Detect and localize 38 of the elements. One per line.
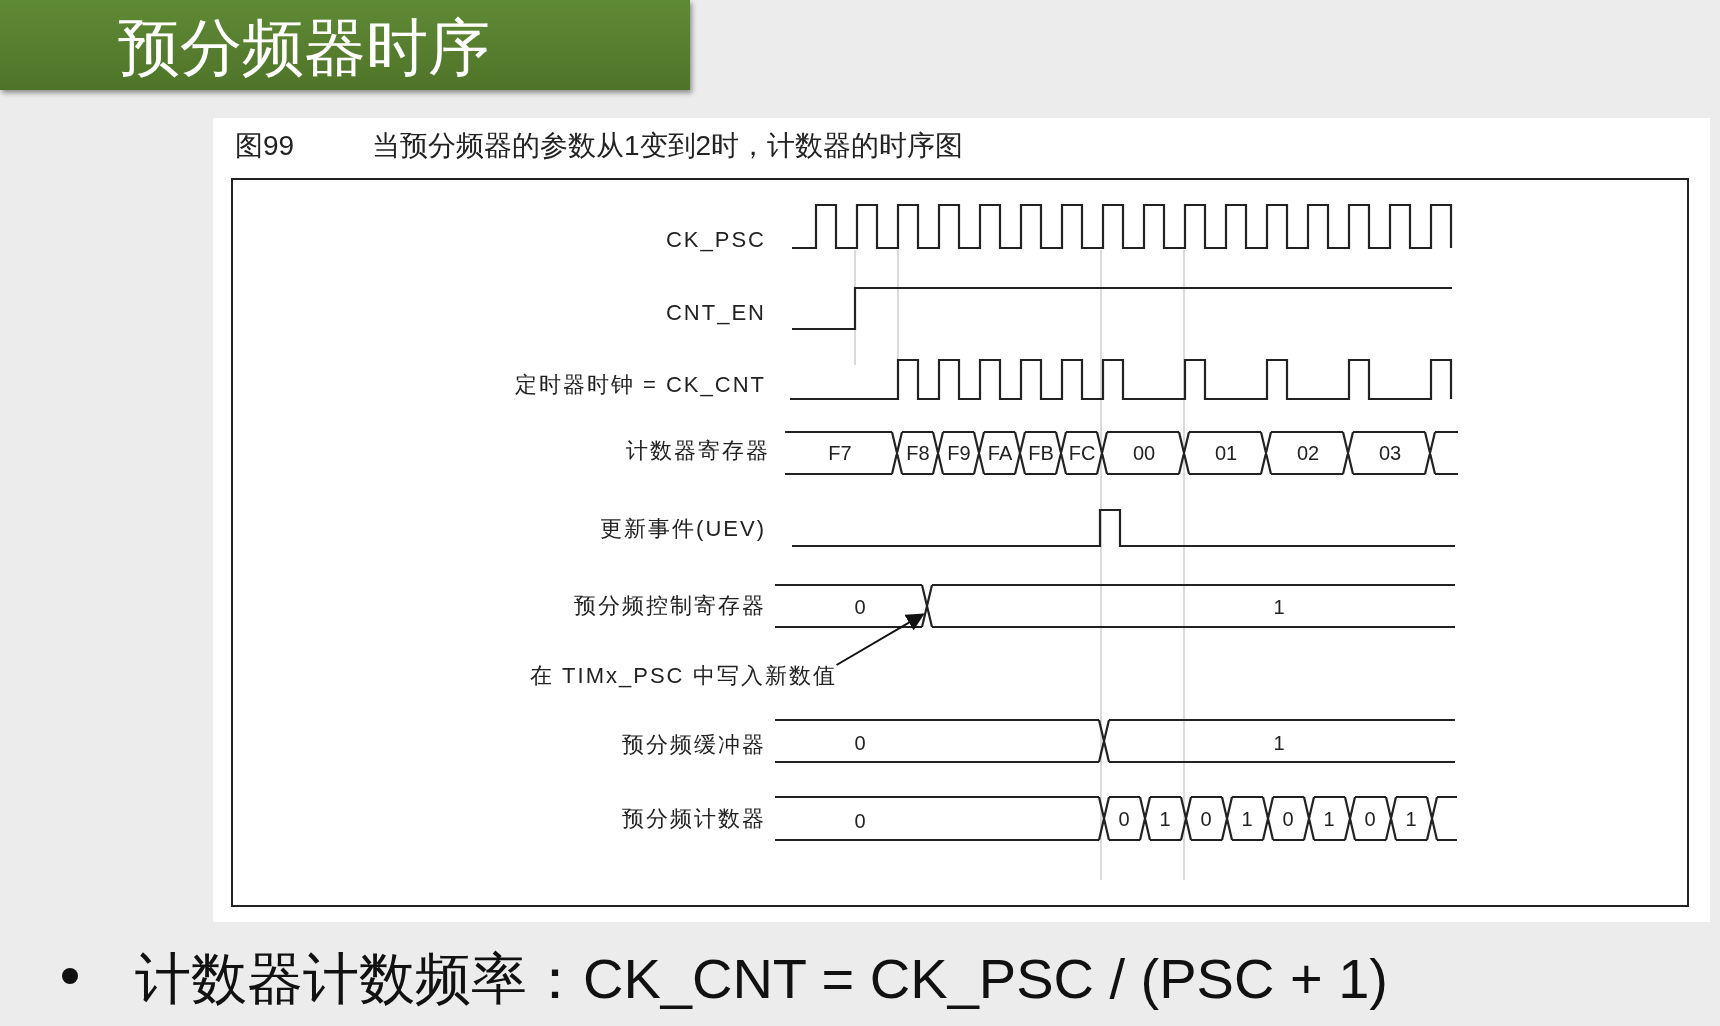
bus-value: 00 [1132,441,1156,465]
bus-value: 1 [1273,731,1285,755]
annotation-text: 在 TIMx_PSC 中写入新数值 [530,663,837,689]
bus-value: 0 [854,809,866,833]
bus-value: 1 [1241,807,1253,831]
slide-title: 预分频器时序 [118,12,490,84]
bus-value: 03 [1378,441,1402,465]
bus-value: 0 [1364,807,1376,831]
bus-value: 0 [854,731,866,755]
bus-value: 0 [1282,807,1294,831]
signal-label: CK_PSC [665,227,766,253]
bus-value: 1 [1273,595,1285,619]
bus-value: 1 [1405,807,1417,831]
signal-label: 计数器寄存器 [626,438,770,464]
bus-value: 1 [1323,807,1335,831]
figure-caption: 当预分频器的参数从1变到2时，计数器的时序图 [372,129,964,163]
leader-arrow [835,613,925,666]
bus-value: F9 [947,441,971,465]
signal-label: 预分频缓冲器 [622,732,766,758]
bus-value: 0 [854,595,866,619]
bus-value: 0 [1118,807,1130,831]
signal-label: 更新事件(UEV) [600,516,766,542]
bus-value: 01 [1214,441,1238,465]
signal-label: CNT_EN [666,300,766,326]
bus-value: FB [1028,441,1054,465]
signal-label: 定时器时钟 = CK_CNT [514,372,766,398]
bus-value: F7 [828,441,852,465]
bus-value: FC [1068,441,1096,465]
signal-label: 预分频控制寄存器 [574,593,766,619]
signal-label: 预分频计数器 [622,806,766,832]
bus-value: F8 [906,441,930,465]
bus-value: 02 [1296,441,1320,465]
bus-value: 0 [1200,807,1212,831]
bus-value: FA [987,441,1013,465]
bus-transition [922,585,932,627]
bus-value: 1 [1159,807,1171,831]
figure-number: 图99 [235,129,295,163]
formula-text: 计数器计数频率：CK_CNT = CK_PSC / (PSC + 1) [135,946,1388,1012]
